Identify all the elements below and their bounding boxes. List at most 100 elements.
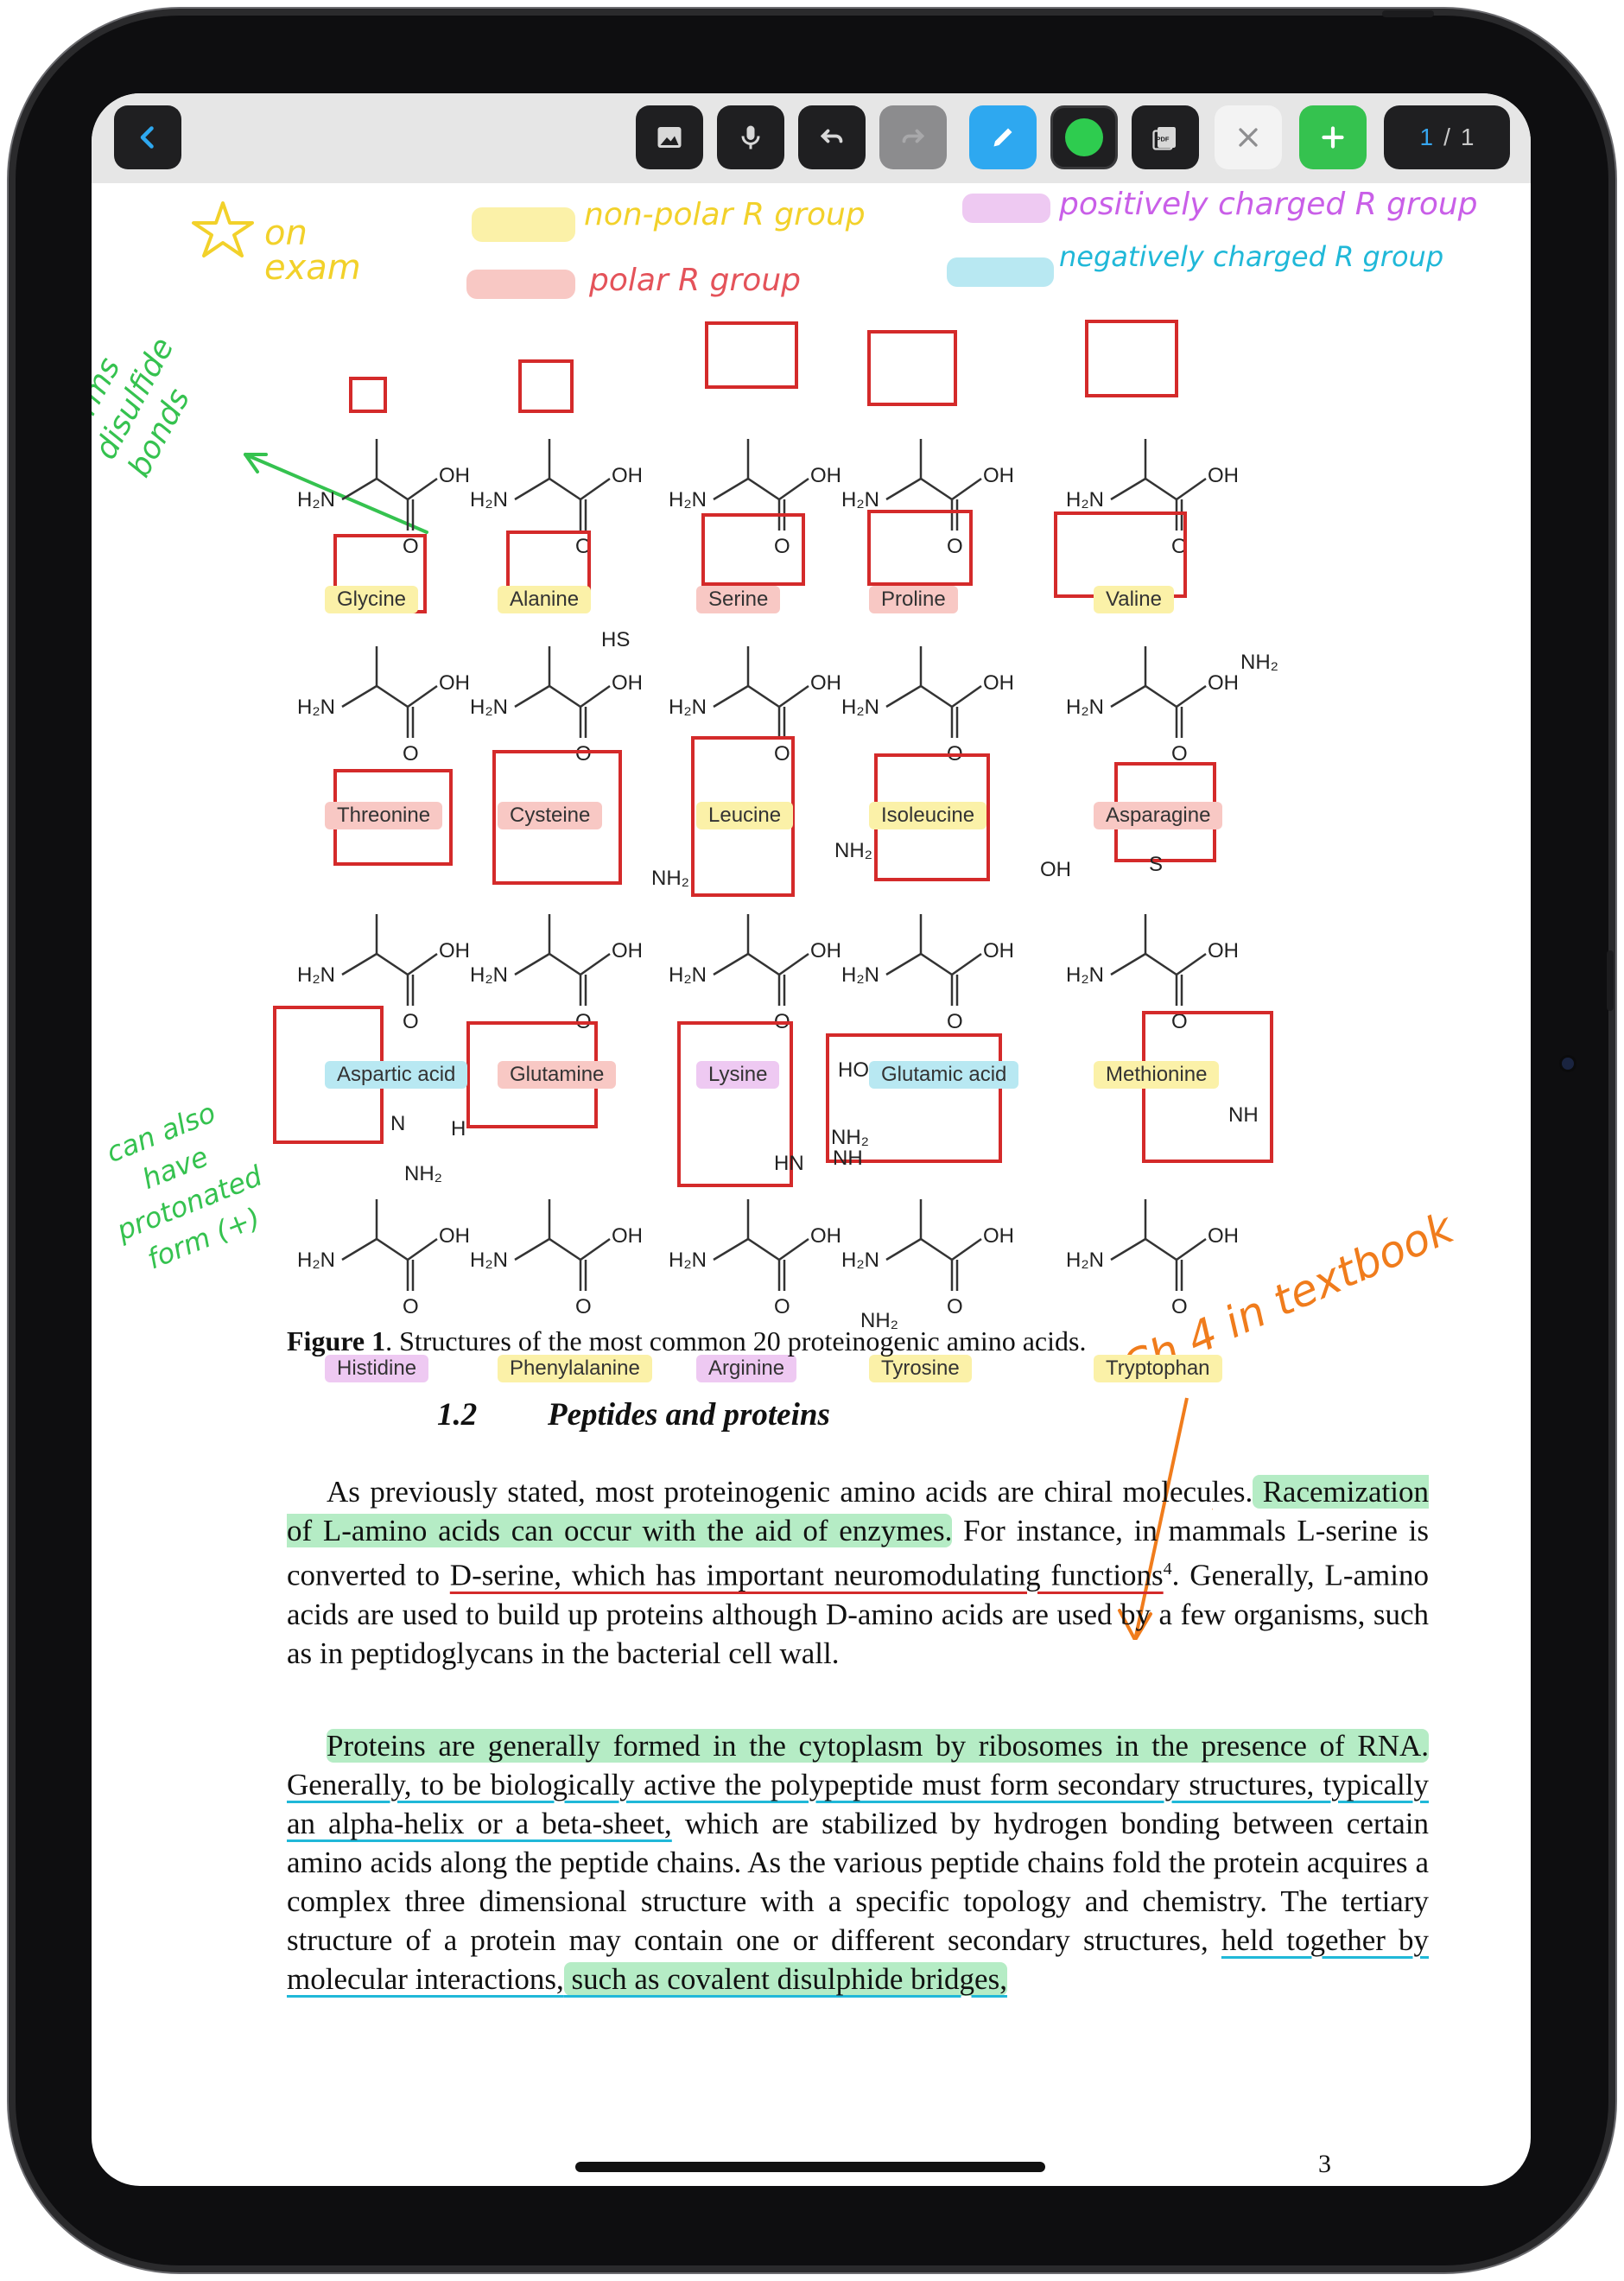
structure-asparagine-red-box [1054,511,1187,598]
structure-threonine-oxygen-label: O [403,742,419,766]
structure-glutamic-acid-carbonyl [950,975,959,1006]
home-indicator[interactable] [575,2162,1045,2172]
structure-histidine-oxygen-label: O [403,1295,419,1318]
structure-phenylalanine-backbone [514,1237,611,1261]
color-picker-button[interactable] [1050,105,1118,169]
orange-arrow [1118,1397,1213,1640]
structure-proline-amine-label: H₂N [841,488,879,511]
structure-glutamine-hydroxyl-label: OH [612,939,643,963]
legend-positive-swatch [962,194,1050,223]
structure-cysteine-hydroxyl-label: OH [612,671,643,695]
redo-icon [902,129,925,143]
structure-tryptophan-oxygen-label: O [1171,1295,1188,1318]
p2-highlight: Proteins are generally formed in the cyt… [327,1729,1429,1763]
structure-tryptophan-backbone [1110,1237,1207,1261]
add-page-button[interactable] [1299,105,1367,169]
structure-cysteine-carbonyl [579,707,587,738]
methionine-sulfur-label: S [1149,853,1163,876]
undo-icon [820,129,843,143]
name-isoleucine: Isoleucine [869,802,987,829]
microphone-button[interactable] [717,105,784,169]
structure-histidine-carbonyl [406,1260,415,1291]
structure-arginine-oxygen-label: O [774,1295,790,1318]
paragraph-1: As previously stated, most proteinogenic… [287,1472,1429,1673]
structure-methionine-oxygen-label: O [1171,1010,1188,1033]
structure-isoleucine-amine-label: H₂N [841,696,879,719]
plus-icon [1322,126,1344,149]
structure-asparagine-oxygen-label: O [1171,742,1188,766]
page-separator: / [1443,124,1450,150]
back-button[interactable] [114,105,181,169]
structure-valine-red-box [1085,320,1178,397]
structure-glycine-backbone [341,477,438,501]
structure-leucine-amine-label: H₂N [669,696,707,719]
structure-leucine-hydroxyl-label: OH [810,671,841,695]
name-glutamine: Glutamine [498,1061,617,1089]
structure-tyrosine-oxygen-label: O [947,1295,963,1318]
redo-button[interactable] [879,105,947,169]
name-aspartic-acid: Aspartic acid [325,1061,468,1089]
structure-serine-red-box [705,321,798,389]
structure-methionine-hydroxyl-label: OH [1208,939,1239,963]
legend-negative-label: negatively charged R group [1059,240,1444,273]
legend-positive-label: positively charged R group [1059,187,1478,222]
structure-threonine-backbone [341,684,438,708]
structure-glutamic-acid-oxygen-label: O [947,1010,963,1033]
insert-image-button[interactable] [636,105,703,169]
lysine-amine-label: NH₂ [834,839,872,862]
pen-tool-button[interactable] [969,105,1037,169]
structure-threonine-carbonyl [406,707,415,738]
front-camera [1562,1058,1574,1070]
structure-phenylalanine-oxygen-label: O [575,1295,592,1318]
structure-methionine-amine-label: H₂N [1066,963,1104,987]
legend-negative-swatch [947,257,1054,287]
page-indicator[interactable]: 1 / 1 [1384,105,1510,169]
histidine-h-label: H [451,1117,466,1140]
export-pdf-button[interactable]: PDF [1132,105,1199,169]
name-cysteine: Cysteine [498,802,603,829]
structure-glutamine-carbonyl [579,975,587,1006]
close-icon [1239,128,1258,147]
structure-arginine-hydroxyl-label: OH [810,1224,841,1248]
structure-glycine-red-box [349,377,387,413]
structure-arginine-red-box [677,1021,793,1187]
close-button[interactable] [1215,105,1282,169]
structure-leucine-carbonyl [777,707,786,738]
p1-underline: D-serine, which has important neuromodul… [449,1558,1164,1592]
structure-glutamic-acid-amine-label: H₂N [841,963,879,987]
structure-glutamine-amine-label: H₂N [470,963,508,987]
structure-leucine-backbone [713,684,809,708]
p1-a: As previously stated, most proteinogenic… [327,1475,1253,1509]
structure-alanine-amine-label: H₂N [470,488,508,511]
structure-lysine-amine-label: H₂N [669,963,707,987]
structure-tryptophan-amine-label: H₂N [1066,1249,1104,1272]
structure-tryptophan-hydroxyl-label: OH [1208,1224,1239,1248]
undo-button[interactable] [798,105,866,169]
p1-sup: 4 [1163,1560,1172,1579]
structure-aspartic-acid-hydroxyl-label: OH [439,939,470,963]
arginine-hn-label: HN [774,1152,804,1175]
structure-histidine-amine-label: H₂N [297,1249,335,1272]
name-lysine: Lysine [696,1061,780,1089]
structure-glutamine-backbone [514,952,611,976]
microphone-icon [741,125,760,149]
structure-asparagine-amine-label: H₂N [1066,696,1104,719]
structure-phenylalanine-carbonyl [579,1260,587,1291]
histidine-nh2-label: NH₂ [404,1162,442,1185]
structure-serine-hydroxyl-label: OH [810,464,841,487]
structure-proline-red-box [867,330,957,406]
name-serine: Serine [696,586,781,613]
structure-cysteine-oxygen-label: O [575,742,592,766]
name-proline: Proline [869,586,958,613]
page-number: 3 [1318,2150,1331,2178]
p2-c: which are stabilized by hydrogen bonding… [287,1807,1429,1957]
page-total: 1 [1460,124,1475,150]
asparagine-amide-label: NH₂ [1240,651,1278,674]
structure-asparagine-backbone [1110,684,1207,708]
structure-tyrosine-hydroxyl-label: OH [983,1224,1014,1248]
structure-alanine-red-box [518,359,574,413]
app-screen: PDF 1 / 1 on exam non-polar R group pola… [92,93,1531,2186]
structure-methionine-carbonyl [1175,975,1183,1006]
structure-histidine-hydroxyl-label: OH [439,1224,470,1248]
